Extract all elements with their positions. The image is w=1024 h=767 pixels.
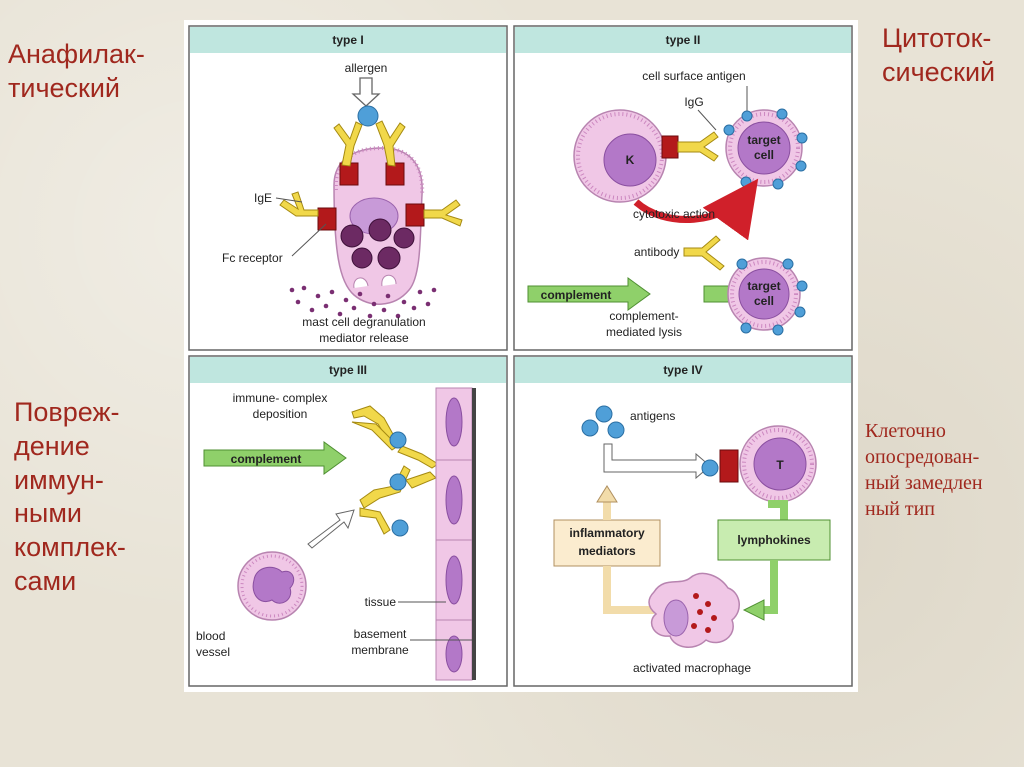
fc-receptor-icon — [661, 135, 679, 159]
antibody-label: antibody — [634, 245, 679, 259]
type3-diagram: immune- complex deposition complement — [196, 387, 476, 681]
complement-arrow-icon — [527, 277, 651, 311]
allergen-icon — [357, 105, 379, 127]
granule-icons — [340, 218, 415, 270]
tissue-label: tissue — [365, 595, 397, 609]
panel-type-1: type I — [188, 25, 508, 351]
label-line: сический — [882, 56, 996, 87]
type2-diagram: cell surface antigen IgG K target cell c… — [527, 69, 808, 339]
label-immune-complex: Повреж- дение иммун- ными комплек- сами — [14, 396, 126, 599]
migration-arrow-icon — [307, 509, 355, 549]
cytotoxic-arrow-icon — [633, 178, 759, 241]
igg-label: IgG — [684, 95, 703, 109]
tcr-icon — [719, 449, 739, 483]
down-arrow-icon — [351, 77, 381, 107]
basement-label-2: membrane — [351, 643, 409, 657]
caption-line-1: mast cell degranulation — [302, 315, 425, 329]
macrophage-icon — [648, 572, 740, 648]
label-line: дение — [14, 430, 90, 461]
basement-label-1: basement — [354, 627, 407, 641]
label-line: сами — [14, 565, 77, 596]
k-cell-label: K — [626, 153, 635, 167]
inflammatory-label-1: inflammatory — [569, 526, 645, 540]
label-line: Клеточно — [865, 420, 946, 442]
green-arrow-icon — [762, 560, 778, 614]
label-line: ный тип — [865, 498, 935, 520]
label-cell-mediated: Клеточно опосредован- ный замедлен ный т… — [865, 418, 983, 522]
antigen-icons — [581, 405, 625, 439]
lysis-label-1: complement- — [609, 309, 678, 323]
inflammatory-label-2: mediators — [578, 544, 636, 558]
type1-diagram: allergen — [222, 61, 463, 345]
blood-vessel-label-1: blood — [196, 629, 225, 643]
ige-label: IgE — [254, 191, 272, 205]
target-cell-label: target — [747, 133, 780, 147]
type4-diagram: antigens T lymphokines inflammatory medi… — [553, 405, 831, 675]
antigen-icons — [736, 258, 808, 336]
allergen-label: allergen — [345, 61, 388, 75]
label-line: ный замедлен — [865, 472, 983, 494]
macrophage-label: activated macrophage — [633, 661, 751, 675]
label-line: Цитоток- — [882, 23, 992, 53]
antigen-arrow-icon — [603, 443, 711, 480]
panel-title: type II — [666, 33, 701, 47]
complement-label: complement — [231, 452, 302, 466]
label-line: комплек- — [14, 532, 126, 562]
target-cell-label: cell — [754, 294, 774, 308]
label-line: тический — [8, 72, 121, 103]
target-cell-label: target — [747, 279, 780, 293]
figure-svg: type I type II type III type IV allergen — [188, 25, 853, 687]
deposition-label-2: deposition — [253, 407, 308, 421]
panel-title: type I — [332, 33, 363, 47]
caption-line-2: mediator release — [319, 331, 409, 345]
tissue-wall — [435, 387, 476, 681]
label-line: Анафилак- — [8, 39, 145, 69]
complement-label: complement — [541, 288, 612, 302]
mediator-dots — [289, 285, 437, 319]
label-anaphylactic: Анафилак- тический — [8, 38, 145, 106]
inflammatory-mediators-box — [553, 519, 661, 567]
complement-arrow-icon — [203, 441, 347, 475]
fc-receptor-label: Fc receptor — [222, 251, 283, 265]
antibody-icon — [683, 235, 725, 271]
deposition-label-1: immune- complex — [233, 391, 328, 405]
label-line: опосредован- — [865, 446, 980, 468]
lymphokines-label: lymphokines — [737, 533, 811, 547]
panel-title: type IV — [663, 363, 702, 377]
hypersensitivity-figure: type I type II type III type IV allergen — [184, 20, 858, 692]
antigens-label: antigens — [630, 409, 675, 423]
label-line: иммун- — [14, 464, 104, 495]
cell-surface-antigen-label: cell surface antigen — [642, 69, 745, 83]
label-line: ными — [14, 498, 82, 529]
fc-receptor-icons — [317, 162, 425, 231]
blood-vessel-label-2: vessel — [196, 645, 230, 659]
target-cell-label: cell — [754, 148, 774, 162]
label-cytotoxic: Цитоток- сический — [882, 22, 995, 90]
immune-complex-icons — [351, 405, 439, 535]
panel-title: type III — [329, 363, 367, 377]
ige-antibody-icons — [279, 120, 463, 227]
igg-antibody-icon — [677, 131, 719, 162]
cytotoxic-action-label: cytotoxic action — [633, 207, 715, 221]
lysis-label-2: mediated lysis — [606, 325, 682, 339]
t-cell-label: T — [776, 458, 784, 472]
label-line: Повреж- — [14, 397, 120, 427]
